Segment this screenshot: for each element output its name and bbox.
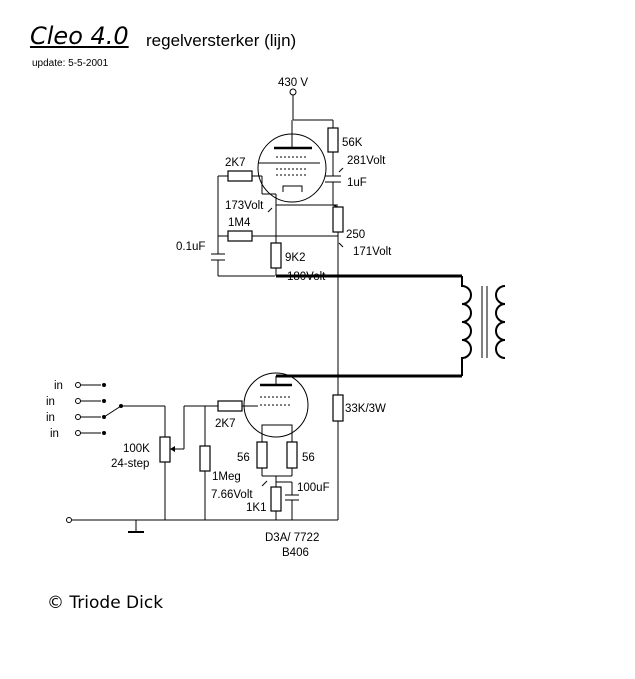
resistor-56-right — [286, 437, 298, 476]
label-r-33k: 33K/3W — [345, 403, 386, 415]
label-tube-code: B406 — [282, 547, 309, 559]
label-r-2k7-bottom: 2K7 — [215, 418, 235, 430]
capacitor-1uf — [325, 175, 341, 205]
label-input-2: in — [46, 396, 55, 408]
ground-rail — [66, 517, 338, 533]
input-selector — [75, 382, 123, 436]
probe-173 — [267, 207, 273, 213]
label-r-56-left: 56 — [237, 452, 250, 464]
label-r-1m4: 1M4 — [228, 217, 251, 229]
label-r-1k1: 1K1 — [246, 502, 266, 514]
label-r-2k7-top: 2K7 — [225, 157, 245, 169]
label-pot-value: 100K — [123, 443, 150, 455]
label-pot-steps: 24-step — [111, 458, 149, 470]
label-v-180: 180Volt — [287, 271, 326, 283]
resistor-2k7-bottom — [184, 400, 258, 412]
resistor-1meg — [199, 406, 211, 520]
resistor-250 — [332, 168, 344, 520]
label-v-173: 173Volt — [225, 200, 264, 212]
lower-tube — [243, 372, 309, 438]
probe-171 — [338, 242, 344, 248]
capacitor-100uf — [276, 481, 299, 520]
label-c-01uf: 0.1uF — [176, 241, 205, 253]
label-r-1meg: 1Meg — [212, 471, 241, 483]
probe-766 — [261, 480, 268, 487]
resistor-2k7-top — [218, 170, 276, 195]
update-date: update: 5-5-2001 — [32, 58, 109, 69]
label-v-766: 7.66Volt — [211, 489, 253, 501]
label-v-281: 281Volt — [347, 155, 386, 167]
label-v-171: 171Volt — [353, 246, 392, 258]
label-c-1uf: 1uF — [347, 177, 367, 189]
copyright-text: © Triode Dick — [47, 593, 164, 613]
label-r-56-right: 56 — [302, 452, 315, 464]
page-title: Cleo 4.0 — [30, 22, 129, 50]
label-input-1: in — [54, 380, 63, 392]
potentiometer-100k — [121, 405, 185, 520]
label-input-4: in — [50, 428, 59, 440]
resistor-33k — [332, 394, 344, 422]
label-r-250: 250 — [346, 229, 365, 241]
resistor-1k1 — [270, 476, 282, 520]
label-tube-type: D3A/ 7722 — [265, 532, 319, 544]
probe-281 — [338, 167, 344, 173]
transformer — [456, 274, 506, 376]
label-c-100uf: 100uF — [297, 482, 330, 494]
label-input-3: in — [46, 412, 55, 424]
capacitor-01uf — [211, 176, 275, 277]
label-supply: 430 V — [278, 77, 308, 89]
upper-tube — [257, 120, 327, 203]
resistor-56-left — [256, 437, 268, 476]
supply-node — [289, 88, 333, 121]
label-r-9k2: 9K2 — [285, 252, 305, 264]
label-r-56k: 56K — [342, 137, 363, 149]
resistor-1m4 — [218, 230, 338, 242]
page-subtitle: regelversterker (lijn) — [146, 31, 297, 50]
resistor-56k — [327, 120, 339, 168]
